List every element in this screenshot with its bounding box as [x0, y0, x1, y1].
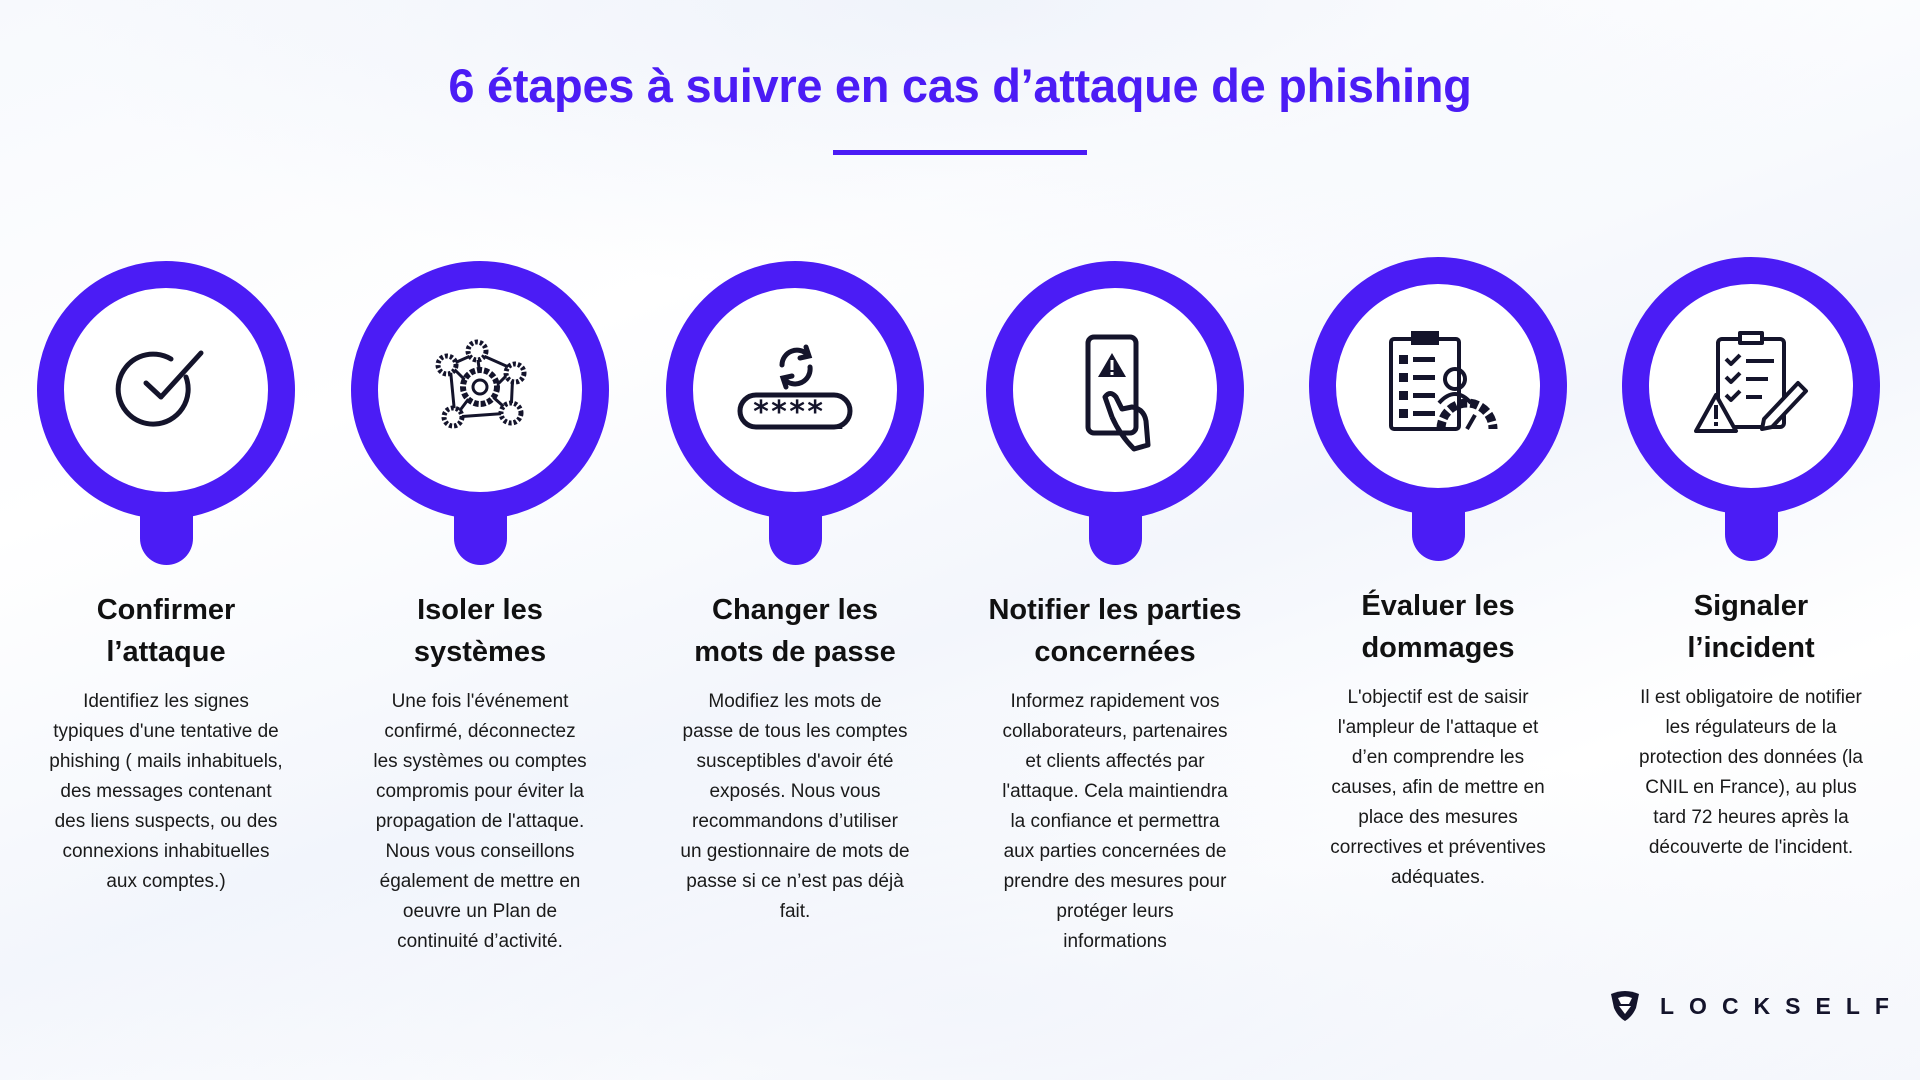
heading-line: Évaluer les [1361, 590, 1515, 622]
description-line: un gestionnaire de mots de [680, 841, 910, 862]
description-line: causes, afin de mettre en [1331, 777, 1545, 798]
description-line: l'attaque. Cela maintiendra [1002, 781, 1228, 802]
description-line: exposés. Nous vous [709, 781, 881, 802]
gears-network-icon [435, 339, 527, 429]
password-refresh-icon: ****_ [737, 344, 853, 430]
logo-text: LOCKSELF [1660, 992, 1904, 1019]
description-line: propagation de l'attaque. [375, 811, 585, 832]
step-pin [1622, 257, 1880, 561]
check-circle-icon [115, 350, 204, 427]
description-line: collaborateurs, partenaires [1002, 721, 1228, 742]
description-line: place des mesures [1358, 807, 1518, 828]
description-line: fait. [779, 901, 811, 922]
svg-text:****_: ****_ [752, 395, 843, 430]
lockself-shield-icon [1611, 991, 1639, 1021]
lockself-logo: LOCKSELF [1608, 990, 1904, 1022]
description-line: aux parties concernées de [1003, 841, 1227, 862]
description-line: passe de tous les comptes [682, 721, 908, 742]
description-line: recommandons d’utiliser [692, 811, 898, 832]
heading-line: Changer les [712, 594, 878, 626]
step-description: Modifiez les mots de passe de tous les co… [645, 687, 945, 927]
step-heading: Isoler les systèmes [330, 589, 630, 673]
step-pin [351, 261, 609, 565]
step-heading: Changer les mots de passe [645, 589, 945, 673]
heading-line: Notifier les parties [988, 594, 1242, 626]
description-line: des liens suspects, ou des [54, 811, 278, 832]
description-line: Modifiez les mots de [708, 691, 882, 712]
step-description: L'objectif est de saisir l'ampleur de l'a… [1288, 683, 1588, 893]
description-line: oeuvre un Plan de [402, 901, 558, 922]
description-line: les systèmes ou comptes [373, 751, 587, 772]
description-line: Identifiez les signes [83, 691, 249, 712]
description-line: passe si ce n’est pas déjà [686, 871, 904, 892]
description-line: continuité d’activité. [397, 931, 563, 952]
description-line: l'ampleur de l'attaque et [1337, 717, 1539, 738]
description-line: protéger leurs [1056, 901, 1174, 922]
description-line: susceptibles d'avoir été [696, 751, 894, 772]
description-line: adéquates. [1390, 867, 1486, 888]
description-line: Une fois l'événement [391, 691, 569, 712]
description-line: phishing ( mails inhabituels, [49, 751, 283, 772]
heading-line: mots de passe [694, 636, 896, 668]
description-line: correctives et préventives [1330, 837, 1546, 858]
step-pin: ****_ [666, 261, 924, 565]
phone-alert-icon [1085, 334, 1151, 452]
step-pin [37, 261, 295, 565]
description-line: typiques d'une tentative de [53, 721, 279, 742]
description-line: également de mettre en [379, 871, 581, 892]
pin-tail [1725, 497, 1778, 561]
description-line: compromis pour éviter la [375, 781, 585, 802]
description-line: CNIL en France), au plus [1645, 777, 1857, 798]
description-line: Il est obligatoire de notifier [1640, 687, 1862, 708]
step-heading: Confirmer l’attaque [16, 589, 316, 673]
page-title: 6 étapes à suivre en cas d’attaque de ph… [448, 59, 1472, 112]
clipboard-warning-icon [1694, 331, 1808, 433]
description-line: Nous vous conseillons [385, 841, 575, 862]
heading-line: l’incident [1687, 632, 1815, 664]
heading-line: concernées [1034, 636, 1196, 668]
description-line: connexions inhabituelles [62, 841, 270, 862]
heading-line: Confirmer [96, 594, 236, 626]
heading-line: dommages [1361, 632, 1515, 664]
description-line: découverte de l'incident. [1648, 837, 1854, 858]
heading-line: l’attaque [106, 636, 226, 668]
description-line: prendre des mesures pour [1003, 871, 1227, 892]
description-line: informations [1063, 931, 1167, 952]
step-pin [986, 261, 1244, 565]
step-heading: Signaler l’incident [1601, 585, 1901, 669]
step-heading: Évaluer les dommages [1288, 585, 1588, 669]
pin-tail [1089, 501, 1142, 565]
description-line: aux comptes.) [106, 871, 226, 892]
description-line: des messages contenant [60, 781, 272, 802]
pin-tail [1412, 497, 1465, 561]
step-description: Une fois l'événement confirmé, déconnecte… [330, 687, 630, 957]
heading-line: Signaler [1693, 590, 1809, 622]
description-line: et clients affectés par [1025, 751, 1205, 772]
title-underline [833, 150, 1087, 155]
pin-tail [140, 501, 193, 565]
step-description: Il est obligatoire de notifier les régula… [1601, 683, 1901, 863]
description-line: la confiance et permettra [1010, 811, 1220, 832]
description-line: confirmé, déconnectez [384, 721, 576, 742]
description-line: Informez rapidement vos [1010, 691, 1220, 712]
heading-line: Isoler les [417, 594, 543, 626]
clipboard-gauge-icon [1389, 331, 1498, 431]
description-line: les régulateurs de la [1665, 717, 1837, 738]
description-line: protection des données (la [1639, 747, 1863, 768]
step-description: Informez rapidement vos collaborateurs, p… [965, 687, 1265, 957]
description-line: L'objectif est de saisir [1347, 687, 1529, 708]
description-line: d’en comprendre les [1351, 747, 1525, 768]
step-pin [1309, 257, 1567, 561]
description-line: tard 72 heures après la [1653, 807, 1849, 828]
pin-tail [454, 501, 507, 565]
step-heading: Notifier les parties concernées [965, 589, 1265, 673]
heading-line: systèmes [413, 636, 547, 668]
step-description: Identifiez les signes typiques d'une tent… [16, 687, 316, 897]
pin-tail [769, 501, 822, 565]
